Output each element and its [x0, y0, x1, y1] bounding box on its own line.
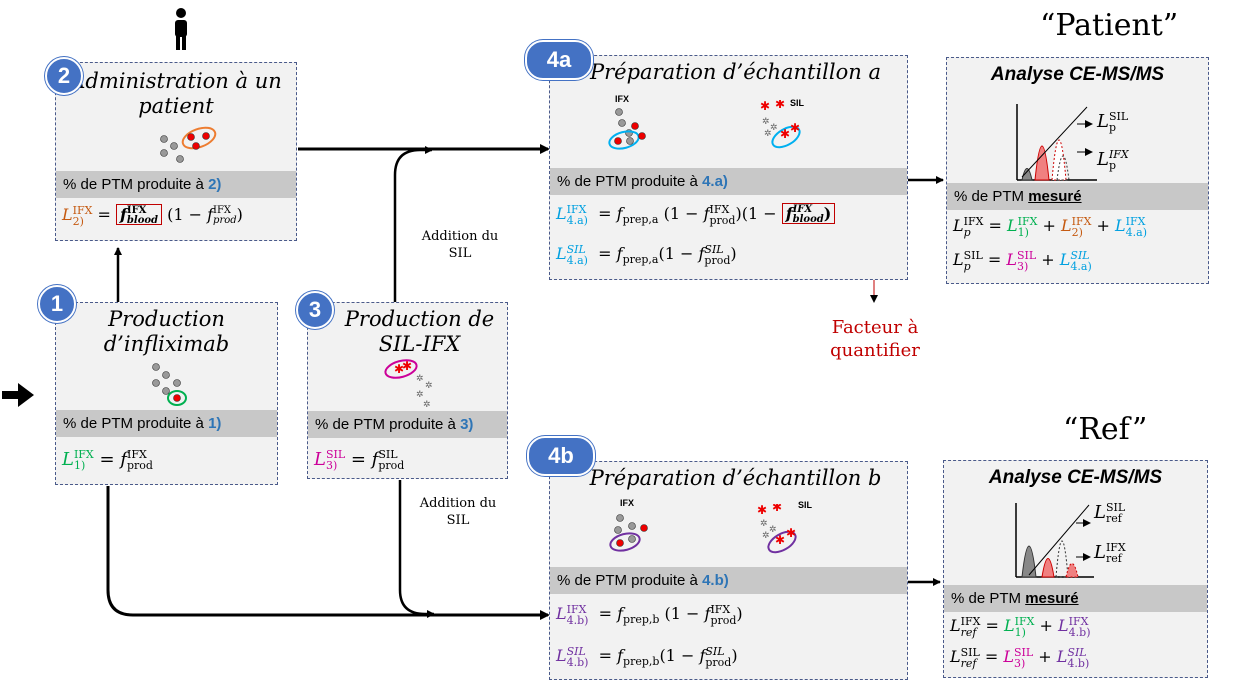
patient-label: “Patient” — [1040, 8, 1179, 43]
step-badge: 4a — [525, 40, 593, 80]
arrow-3-to-4a — [393, 146, 433, 302]
svg-text:✱: ✱ — [402, 359, 412, 373]
step-badge: 3 — [296, 291, 334, 329]
box-preparation-a: Préparation d’échantillon a IFX SIL ✱ ✱ … — [549, 55, 908, 280]
svg-text:✲: ✲ — [770, 123, 778, 133]
svg-text:✱: ✱ — [394, 362, 404, 376]
svg-text:✱: ✱ — [790, 121, 800, 135]
svg-text:✱: ✱ — [780, 127, 790, 141]
ptm-bar: % de PTM produite à 1) — [56, 410, 277, 437]
box-title: Production de SIL-IFX — [344, 307, 495, 356]
molecule-cluster-icon — [160, 126, 217, 163]
ptm-bar: % de PTM produite à 4.a) — [550, 168, 907, 195]
factor-label: Facteur à quantifier — [830, 317, 920, 361]
svg-text:✲: ✲ — [423, 400, 431, 410]
svg-text:✱: ✱ — [775, 100, 785, 111]
entry-arrow — [2, 383, 34, 407]
ptm-bar: % de PTM mesuré — [944, 585, 1207, 612]
svg-text:✱: ✱ — [786, 526, 796, 540]
box-title: Administration à un patient — [70, 69, 282, 118]
addition-sil-top: Addition du SIL — [421, 229, 499, 261]
electropherogram-icon — [1016, 104, 1097, 181]
box-title: Préparation d’échantillon b — [589, 466, 882, 490]
svg-text:✲: ✲ — [416, 374, 424, 384]
arrow-3-to-4b — [398, 480, 435, 618]
molecule-icons: ✱ ✱ ✲ ✲ ✲ ✱ ✱ — [608, 100, 801, 150]
svg-text:✲: ✲ — [416, 390, 424, 400]
addition-sil-bottom: Addition du SIL — [419, 496, 497, 528]
svg-text:✱: ✱ — [757, 504, 767, 517]
ptm-bar: % de PTM produite à 3) — [308, 411, 507, 438]
step-badge: 4b — [527, 436, 595, 476]
box-title: Analyse CE-MS/MS — [988, 467, 1163, 488]
ifx-label: IFX — [615, 94, 630, 104]
ptm-bar: % de PTM mesuré — [947, 183, 1208, 210]
svg-text:✲: ✲ — [764, 129, 772, 139]
box-title: Production d’infliximab — [103, 307, 230, 356]
box-preparation-b: Préparation d’échantillon b IFX SIL ✱ ✱ … — [549, 461, 908, 680]
box-production-sil: Production de SIL-IFX ✱ ✱ ✲ ✲ ✲ ✲ % de P… — [307, 302, 508, 479]
sil-label: SIL — [790, 98, 805, 108]
person-icon — [175, 8, 187, 50]
sil-label: SIL — [798, 500, 813, 510]
ifx-label: IFX — [620, 498, 635, 508]
box-administration: Administration à un patient % de PTM pro… — [55, 62, 297, 241]
box-title: Préparation d’échantillon a — [590, 60, 881, 84]
svg-text:✲: ✲ — [425, 381, 433, 391]
ref-label: “Ref” — [1063, 412, 1148, 447]
step-badge: 2 — [45, 57, 83, 95]
box-production-ifx: Production d’infliximab % de PTM produit… — [55, 302, 278, 485]
box-title: Analyse CE-MS/MS — [990, 64, 1165, 85]
sil-molecule-icon: ✱ ✱ ✲ ✲ ✲ ✲ — [384, 359, 433, 410]
svg-text:✱: ✱ — [775, 533, 785, 547]
svg-text:✱: ✱ — [760, 100, 770, 113]
svg-text:✱: ✱ — [772, 504, 782, 514]
ptm-bar: % de PTM produite à 2) — [56, 171, 296, 198]
electropherogram-icon — [1015, 503, 1094, 578]
svg-text:✲: ✲ — [760, 519, 768, 529]
svg-text:✲: ✲ — [762, 117, 770, 127]
ptm-bar: % de PTM produite à 4.b) — [550, 567, 907, 594]
svg-text:✲: ✲ — [769, 525, 777, 535]
svg-text:✲: ✲ — [762, 531, 770, 541]
molecule-icons: ✱ ✱ ✲ ✲ ✲ ✱ ✱ — [609, 504, 797, 554]
molecule-cluster-icon — [152, 363, 187, 406]
step-badge: 1 — [38, 285, 76, 323]
arrow-1-to-4b — [106, 486, 550, 620]
